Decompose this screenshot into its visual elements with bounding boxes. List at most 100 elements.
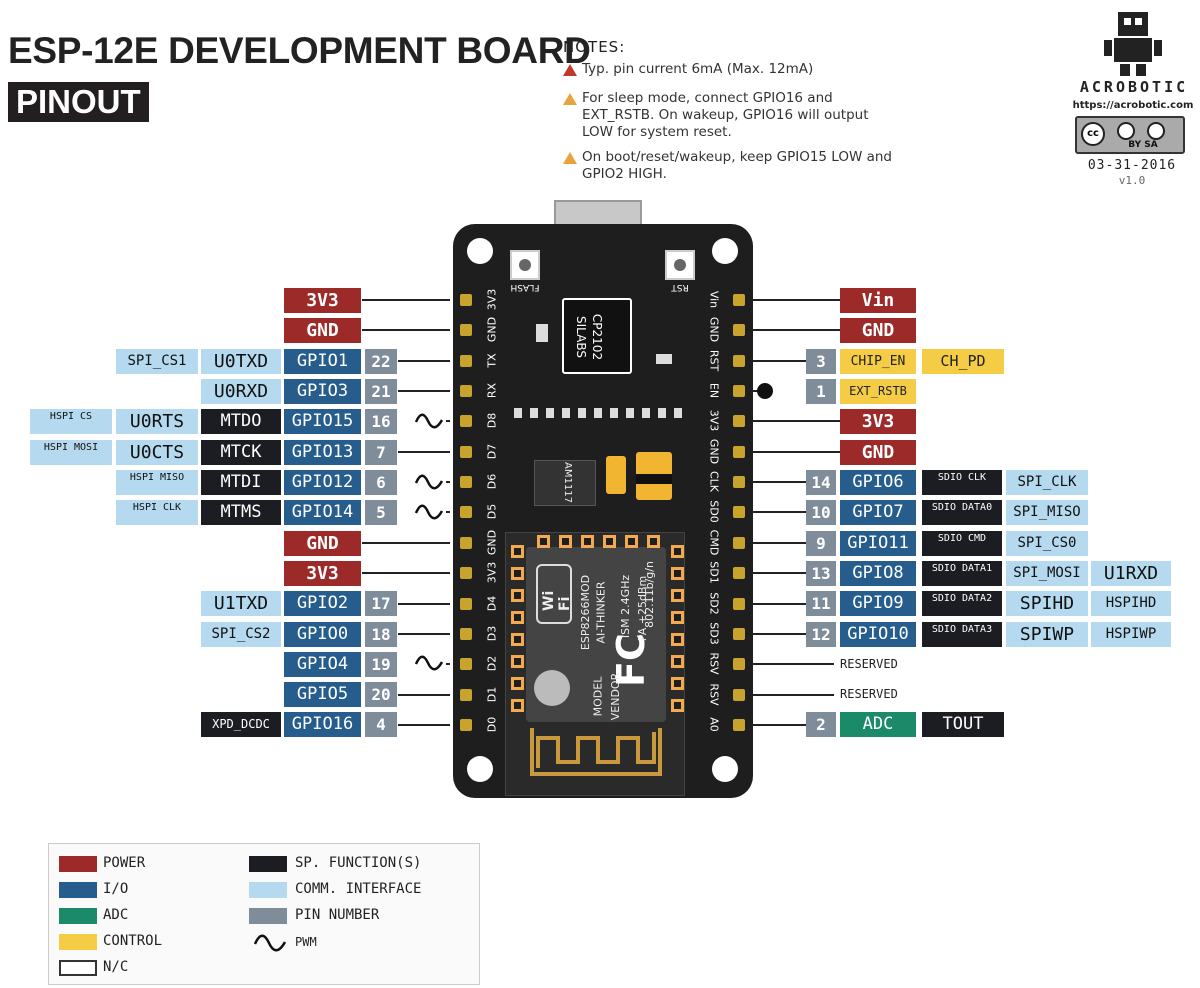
module-pad [671, 655, 684, 668]
logo-url[interactable]: https://acrobotic.com [1072, 100, 1194, 111]
warning-icon [563, 93, 577, 105]
header-pin [733, 354, 745, 367]
smd-component [642, 408, 650, 418]
header-pin [733, 415, 745, 428]
ext-rstb-dot [757, 383, 773, 399]
header-pin [733, 445, 745, 458]
pwm-icon [414, 413, 444, 429]
right-spi-miso-label: SPI_MISO [1006, 500, 1088, 525]
header-pin [733, 476, 745, 489]
mount-hole [467, 238, 493, 264]
connector-line [398, 632, 450, 635]
header-pin [733, 324, 745, 337]
module-pad [511, 567, 524, 580]
left-gpio12-label: GPIO12 [284, 470, 361, 495]
module-pad [581, 535, 594, 548]
connector-line [398, 390, 450, 393]
legend-label: POWER [103, 855, 146, 871]
module-pad [625, 535, 638, 548]
reserved-label: RESERVED [840, 657, 898, 671]
left-gpio14-label: GPIO14 [284, 500, 361, 525]
header-pin [460, 658, 472, 671]
connector-line [446, 511, 450, 514]
module-pad [603, 535, 616, 548]
header-pin [460, 718, 472, 731]
right-u1rxd-label: U1RXD [1091, 561, 1171, 586]
right-spi-clk-label: SPI_CLK [1006, 470, 1088, 495]
right-gpio10-label: GPIO10 [840, 622, 916, 647]
pwm-icon [414, 504, 444, 520]
right-ch-pd-label: CH_PD [922, 349, 1004, 374]
right-pin-14-label: 14 [806, 470, 836, 495]
chip-brand: SILABS [573, 316, 588, 358]
legend-swatch [59, 934, 97, 950]
smd-component [546, 408, 554, 418]
header-pin [460, 597, 472, 610]
right-ext-rstb-label: EXT_RSTB [840, 379, 916, 404]
logo-version: v1.0 [1118, 174, 1146, 187]
header-pin [733, 567, 745, 580]
left-hspi-clk-label: HSPI CLK [116, 500, 198, 525]
module-pad [537, 535, 550, 548]
module-pad [511, 699, 524, 712]
left-gnd-label: GND [284, 318, 361, 343]
legend-swatch [59, 908, 97, 924]
connector-line [398, 602, 450, 605]
right-hspiwp-label: HSPIWP [1091, 622, 1171, 647]
left-gpio5-label: GPIO5 [284, 682, 361, 707]
header-pin [460, 385, 472, 398]
espressif-logo-icon [534, 670, 570, 706]
mount-hole [467, 756, 493, 782]
header-pin [733, 385, 745, 398]
page-subtitle: PINOUT [8, 82, 149, 122]
module-pad [511, 633, 524, 646]
header-pin [460, 536, 472, 549]
right-sdio-cmd-label: SDIO CMD [922, 531, 1002, 556]
module-vendor-label: VENDOR [609, 672, 623, 721]
license-label: BY SA [1128, 140, 1158, 150]
left-pin-6-label: 6 [365, 470, 397, 495]
left-gpio4-label: GPIO4 [284, 652, 361, 677]
left-pin-5-label: 5 [365, 500, 397, 525]
smd-component [578, 408, 586, 418]
left-gpio0-label: GPIO0 [284, 622, 361, 647]
connector-line [752, 663, 834, 666]
header-pin [460, 506, 472, 519]
left-gpio13-label: GPIO13 [284, 440, 361, 465]
module-pad [671, 545, 684, 558]
left-pin-16-label: 16 [365, 409, 397, 434]
legend-label: N/C [103, 959, 129, 975]
capacitor [606, 456, 626, 494]
connector-line [398, 723, 450, 726]
right-pin-9-label: 9 [806, 531, 836, 556]
left-pin-17-label: 17 [365, 591, 397, 616]
module-pad [671, 633, 684, 646]
module-pad [671, 611, 684, 624]
right-spi-mosi-label: SPI_MOSI [1006, 561, 1088, 586]
left-spi-cs2-label: SPI_CS2 [201, 622, 281, 647]
left-gnd-label: GND [284, 531, 361, 556]
header-pin [460, 415, 472, 428]
wifi-logo-text: Wi Fi [541, 590, 573, 611]
left-spi-cs1-label: SPI_CS1 [116, 349, 198, 374]
rst-button[interactable] [665, 250, 695, 280]
module-pad [671, 699, 684, 712]
connector-line [362, 572, 450, 575]
smd-component [514, 408, 522, 418]
note-item: For sleep mode, connect GPIO16 and EXT_R… [582, 90, 869, 140]
module-pad [559, 535, 572, 548]
right-pin-11-label: 11 [806, 591, 836, 616]
left-u1txd-label: U1TXD [201, 591, 281, 616]
flash-button[interactable] [510, 250, 540, 280]
pwm-icon [414, 474, 444, 490]
note-item: On boot/reset/wakeup, keep GPIO15 LOW an… [582, 149, 892, 182]
warning-icon [563, 152, 577, 164]
smd-component [610, 408, 618, 418]
connector-line [446, 420, 450, 423]
connector-line [446, 663, 450, 666]
reserved-label: RESERVED [840, 687, 898, 701]
header-pin [460, 567, 472, 580]
robot-logo-icon [1104, 12, 1162, 76]
legend-label: ADC [103, 907, 129, 923]
right-gpio11-label: GPIO11 [840, 531, 916, 556]
